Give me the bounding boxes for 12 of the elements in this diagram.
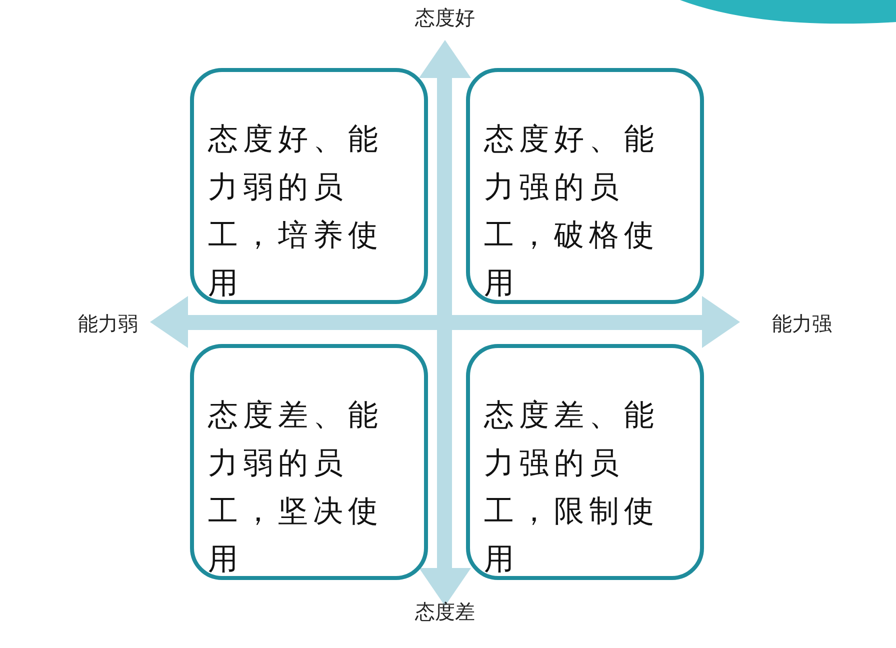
axis-label: 能力强: [772, 310, 832, 338]
quadrant-card: [466, 344, 704, 580]
quadrant-text: 态度差、能力弱的员工，坚决使用: [208, 397, 384, 579]
quadrant-card: [466, 68, 704, 304]
quadrant-card: [190, 344, 428, 580]
axis-label: 能力弱: [78, 310, 138, 338]
quadrant-text: 态度差、能力强的员工，限制使用: [484, 397, 660, 579]
axis-label: 态度好: [415, 4, 475, 32]
quadrant-text: 态度好、能力弱的员工，培养使用: [208, 121, 384, 303]
axis-label: 态度差: [415, 598, 475, 626]
quadrant-card: [190, 68, 428, 304]
quadrant-text: 态度好、能力强的员工，破格使用: [484, 121, 660, 303]
